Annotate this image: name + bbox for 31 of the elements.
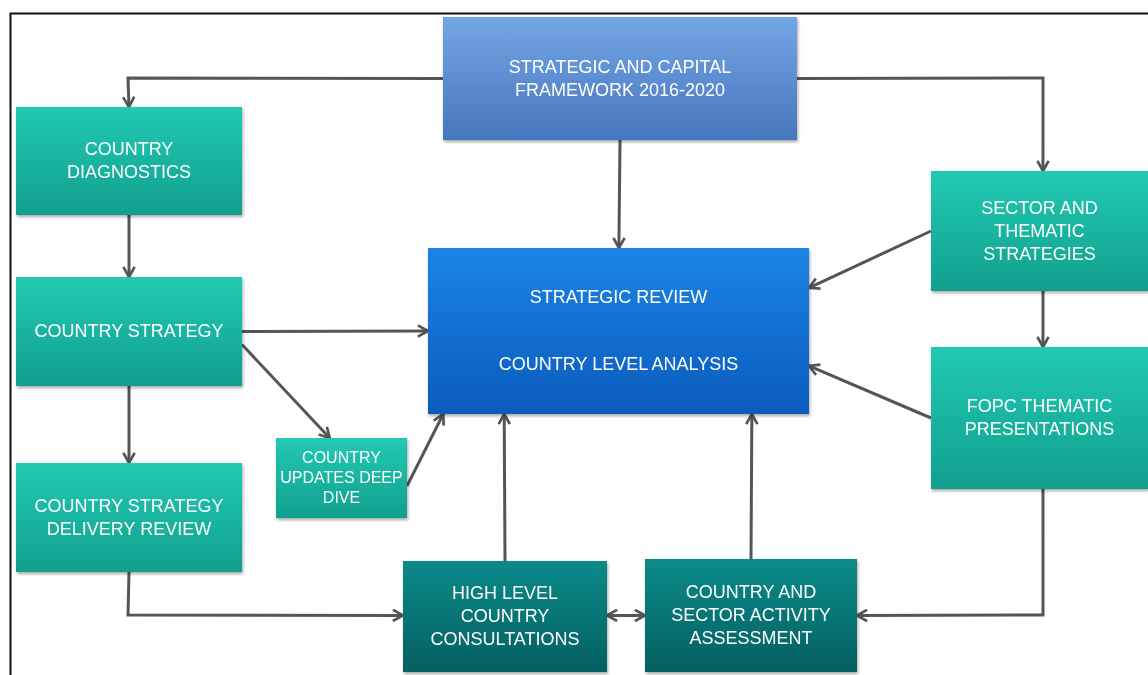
arrow [122, 215, 136, 279]
process-box [16, 277, 242, 386]
process-box [16, 107, 242, 215]
arrow [126, 571, 405, 623]
box-label: COUNTRY DIAGNOSTICS [66, 138, 192, 184]
box-label: COUNTRY UPDATES DEEP DIVE [280, 448, 403, 508]
arrow [1036, 291, 1050, 349]
box-label: HIGH LEVEL COUNTRY CONSULTATIONS [429, 582, 581, 651]
box-label: SECTOR AND THEMATIC STRATEGIES [980, 196, 1099, 266]
process-box [931, 347, 1148, 489]
box-label: COUNTRY STRATEGY DELIVERY REVIEW [33, 494, 225, 541]
arrow [612, 140, 626, 250]
box-label: COUNTRY LEVEL ANALYSIS [498, 353, 739, 376]
framework-box [443, 17, 797, 140]
arrow [797, 76, 1050, 173]
arrow [497, 412, 512, 561]
arrow [121, 76, 443, 109]
central-review-box [428, 248, 809, 414]
box-heading: STRATEGIC REVIEW [529, 286, 708, 309]
arrow [242, 324, 430, 338]
process-box [645, 559, 857, 672]
process-box [16, 463, 242, 572]
arrow [122, 386, 136, 465]
box-label: COUNTRY AND SECTOR ACTIVITY ASSESSMENT [670, 581, 832, 650]
arrow [744, 412, 759, 559]
process-box [931, 171, 1148, 291]
box-label: FOPC THEMATIC PRESENTATIONS [963, 395, 1116, 441]
box-label: COUNTRY STRATEGY [34, 320, 224, 343]
box-label: STRATEGIC AND CAPITAL FRAMEWORK 2016-2020 [507, 55, 733, 102]
process-box [403, 561, 607, 672]
process-box [276, 438, 407, 518]
